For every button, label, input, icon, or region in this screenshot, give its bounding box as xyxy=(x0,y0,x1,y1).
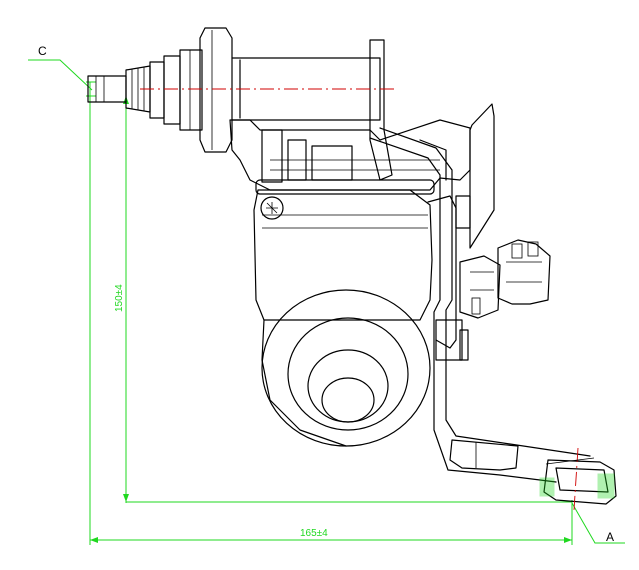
end-fitting-a xyxy=(539,447,617,511)
electrical-connector xyxy=(455,103,551,319)
output-shaft xyxy=(87,49,203,131)
label-c: C xyxy=(38,44,47,58)
gearbox-housing xyxy=(229,119,471,191)
dimension-150: 150±4 xyxy=(114,284,125,312)
screw-icon xyxy=(260,196,284,220)
label-a: A xyxy=(606,530,614,544)
mounting-flange xyxy=(140,27,398,181)
motor-end-cap xyxy=(261,289,431,447)
motor-body xyxy=(253,179,469,361)
bracket-arm xyxy=(369,127,591,483)
dimension-165: 165±4 xyxy=(300,528,328,539)
